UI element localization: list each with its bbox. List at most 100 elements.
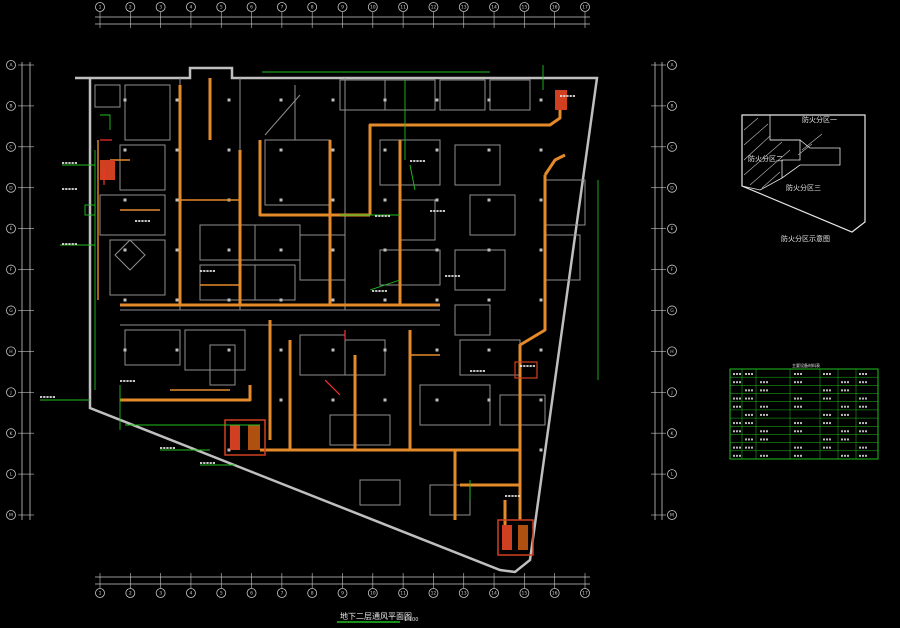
grid-axis-bubble-icon-label: B bbox=[670, 104, 673, 110]
grid-axis-bubble-icon: 2 bbox=[125, 2, 136, 12]
grid-axis-bubble-icon: 5 bbox=[216, 2, 227, 12]
key-plan: 防火分区一 防火分区二 防火分区三 防火分区示意图 bbox=[741, 114, 866, 243]
grid-axis-bubble-icon: F bbox=[6, 264, 16, 275]
grid-axis-bubble-icon-label: D bbox=[670, 185, 674, 191]
grid-axis-bubble-icon: 4 bbox=[186, 588, 196, 598]
grid-axis-bubble-icon: 1 bbox=[95, 588, 105, 598]
grid-axis-bubble-icon-label: 1 bbox=[99, 5, 102, 11]
grid-axis-bubble-icon: 12 bbox=[428, 2, 439, 12]
grid-axis-bubble-icon: 9 bbox=[337, 2, 348, 12]
grid-axis-bubble-icon-label: 3 bbox=[159, 591, 162, 597]
structural-columns bbox=[123, 98, 543, 452]
grid-axis-bubble-icon: H bbox=[667, 346, 677, 357]
grid-axis-bubble-icon-label: A bbox=[670, 63, 674, 69]
grid-axis-bubble-icon: M bbox=[6, 510, 16, 520]
grid-axis-bubble-icon: 9 bbox=[337, 588, 348, 598]
grid-axis-bubble-icon-label: 1 bbox=[99, 591, 102, 597]
grid-axis-bubble-icon-label: 5 bbox=[220, 5, 223, 11]
grid-axis-bubble-icon: 17 bbox=[580, 588, 590, 598]
grid-axis-bubble-icon-label: C bbox=[670, 144, 673, 150]
grid-axis-bubble-icon: 13 bbox=[458, 2, 469, 12]
grid-axis-bubble-icon-label: H bbox=[9, 349, 12, 355]
grid-axis-bubble-icon-label: M bbox=[670, 513, 674, 519]
grid-axis-bubble-icon: 5 bbox=[216, 588, 227, 598]
grid-axis-bubble-icon: 2 bbox=[125, 588, 136, 598]
grid-axis-bubble-icon-label: 4 bbox=[190, 591, 193, 597]
left-grid-axes: A B C D E F G H J K L M bbox=[6, 60, 34, 520]
key-plan-zone-1: 防火分区一 bbox=[802, 115, 837, 124]
grid-axis-bubble-icon-label: E bbox=[671, 226, 674, 232]
grid-axis-bubble-icon: M bbox=[667, 510, 677, 520]
grid-axis-bubble-icon: 7 bbox=[276, 2, 287, 12]
grid-axis-bubble-icon-label: L bbox=[10, 472, 13, 478]
right-grid-axes: A B C D E F G H J K L M bbox=[651, 60, 677, 520]
duct-branches bbox=[97, 140, 440, 391]
grid-axis-bubble-icon-label: F bbox=[671, 267, 674, 273]
grid-axis-bubble-icon-label: 8 bbox=[311, 591, 314, 597]
right-dimension-chain bbox=[654, 62, 663, 520]
grid-axis-bubble-icon: A bbox=[667, 60, 677, 70]
grid-axis-bubble-icon: B bbox=[6, 101, 16, 111]
grid-axis-bubble-icon-label: 16 bbox=[552, 591, 558, 597]
grid-axis-bubble-icon: D bbox=[6, 182, 16, 193]
building-outline bbox=[75, 66, 599, 574]
grid-axis-bubble-icon-label: 7 bbox=[280, 591, 283, 597]
grid-axis-bubble-icon-label: L bbox=[671, 472, 674, 478]
grid-axis-bubble-icon-label: 13 bbox=[461, 5, 467, 11]
grid-axis-bubble-icon: K bbox=[667, 428, 677, 439]
grid-axis-bubble-icon: L bbox=[6, 469, 16, 479]
equipment-table: 主要设备材料表 bbox=[729, 362, 879, 460]
grid-axis-bubble-icon: F bbox=[667, 264, 677, 275]
grid-axis-bubble-icon: E bbox=[6, 223, 16, 234]
grid-axis-bubble-icon-label: 6 bbox=[250, 591, 253, 597]
grid-axis-bubble-icon-label: G bbox=[9, 308, 13, 314]
key-plan-caption: 防火分区示意图 bbox=[781, 234, 830, 243]
grid-axis-bubble-icon: 4 bbox=[186, 2, 196, 12]
grid-axis-bubble-icon: A bbox=[6, 60, 16, 70]
grid-axis-bubble-icon: E bbox=[667, 223, 677, 234]
grid-axis-bubble-icon-label: K bbox=[10, 431, 14, 437]
grid-axis-bubble-icon-label: J bbox=[670, 390, 672, 396]
grid-axis-bubble-icon-label: 15 bbox=[522, 591, 528, 597]
grid-axis-bubble-icon: 6 bbox=[246, 588, 257, 598]
grid-axis-bubble-icon: C bbox=[667, 141, 677, 152]
key-plan-zone-2: 防火分区二 bbox=[748, 154, 783, 163]
grid-axis-bubble-icon-label: 10 bbox=[370, 5, 376, 11]
grid-axis-bubble-icon-label: 5 bbox=[220, 591, 223, 597]
grid-axis-bubble-icon: 3 bbox=[155, 2, 166, 12]
grid-axis-bubble-icon-label: 17 bbox=[582, 591, 588, 597]
grid-axis-bubble-icon-label: 14 bbox=[491, 591, 497, 597]
grid-axis-bubble-icon-label: 9 bbox=[341, 5, 344, 11]
grid-axis-bubble-icon: 1 bbox=[95, 2, 105, 12]
grid-axis-bubble-icon: G bbox=[667, 305, 677, 316]
grid-axis-bubble-icon-label: C bbox=[9, 144, 12, 150]
left-dimension-chain bbox=[21, 62, 31, 520]
grid-axis-bubble-icon-label: 4 bbox=[190, 5, 193, 11]
ventilation-ducts bbox=[120, 78, 566, 545]
grid-axis-bubble-icon-label: D bbox=[9, 185, 13, 191]
grid-axis-bubble-icon-label: 12 bbox=[431, 591, 437, 597]
drawing-title-block: 地下二层通风平面图 1:100 bbox=[337, 611, 418, 623]
grid-axis-bubble-icon-label: 9 bbox=[341, 591, 344, 597]
equipment-table-title: 主要设备材料表 bbox=[792, 362, 820, 368]
grid-axis-bubble-icon: D bbox=[667, 182, 677, 193]
grid-axis-bubble-icon: J bbox=[667, 387, 677, 398]
grid-axis-bubble-icon-label: B bbox=[9, 104, 12, 110]
grid-axis-bubble-icon: 10 bbox=[367, 2, 378, 12]
grid-axis-bubble-icon-label: J bbox=[9, 390, 11, 396]
grid-axis-bubble-icon: H bbox=[6, 346, 16, 357]
grid-axis-bubble-icon-label: 2 bbox=[129, 591, 132, 597]
grid-axis-bubble-icon: 13 bbox=[458, 588, 469, 598]
red-markers bbox=[100, 139, 346, 396]
grid-axis-bubble-icon: K bbox=[6, 428, 16, 439]
grid-axis-bubble-icon-label: A bbox=[9, 63, 13, 69]
grid-axis-bubble-icon-label: 7 bbox=[280, 5, 283, 11]
key-plan-zone-3: 防火分区三 bbox=[786, 183, 821, 192]
grid-axis-bubble-icon-label: F bbox=[10, 267, 13, 273]
green-annotations bbox=[40, 65, 599, 500]
grid-axis-bubble-icon: 12 bbox=[428, 588, 439, 598]
grid-axis-bubble-icon-label: 17 bbox=[582, 5, 588, 11]
